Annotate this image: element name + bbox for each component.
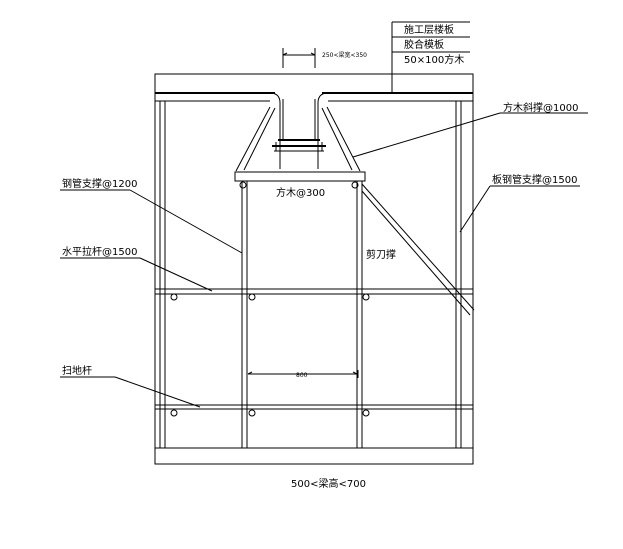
label-timber-300: 方木@300	[276, 186, 325, 199]
label-timber-brace: 方木斜撑@1000	[503, 101, 578, 114]
label-steel-pipe: 钢管支撑@1200	[62, 177, 137, 190]
label-floor-slab: 施工层楼板	[404, 23, 454, 36]
label-800: 800	[296, 372, 308, 379]
outer-frame	[154, 73, 474, 465]
timber-braces	[235, 106, 361, 172]
steel-pipe-supports	[241, 181, 363, 448]
beam-width-dimension	[282, 48, 316, 68]
slab-pipe-supports	[159, 101, 462, 448]
label-beam-height: 500<梁高<700	[291, 477, 366, 490]
timber-crossbeam	[234, 171, 366, 182]
label-horizontal-tie: 水平拉杆@1500	[62, 245, 137, 258]
horizontal-tie	[155, 288, 473, 295]
top-slab	[155, 92, 473, 102]
dimension-800	[246, 370, 359, 378]
label-plywood: 胶合模板	[404, 38, 444, 51]
label-sweep-rod: 扫地杆	[62, 364, 92, 377]
beam-section	[269, 92, 329, 169]
label-scissor: 剪刀撑	[366, 248, 396, 261]
label-timber-50x100: 50×100方木	[404, 53, 464, 66]
couplers	[170, 293, 370, 417]
label-beam-width: 250<梁宽<350	[322, 51, 367, 59]
leader-lines	[60, 21, 588, 408]
label-slab-pipe: 板钢管支撑@1500	[492, 173, 577, 186]
sweep-rod	[155, 404, 473, 410]
